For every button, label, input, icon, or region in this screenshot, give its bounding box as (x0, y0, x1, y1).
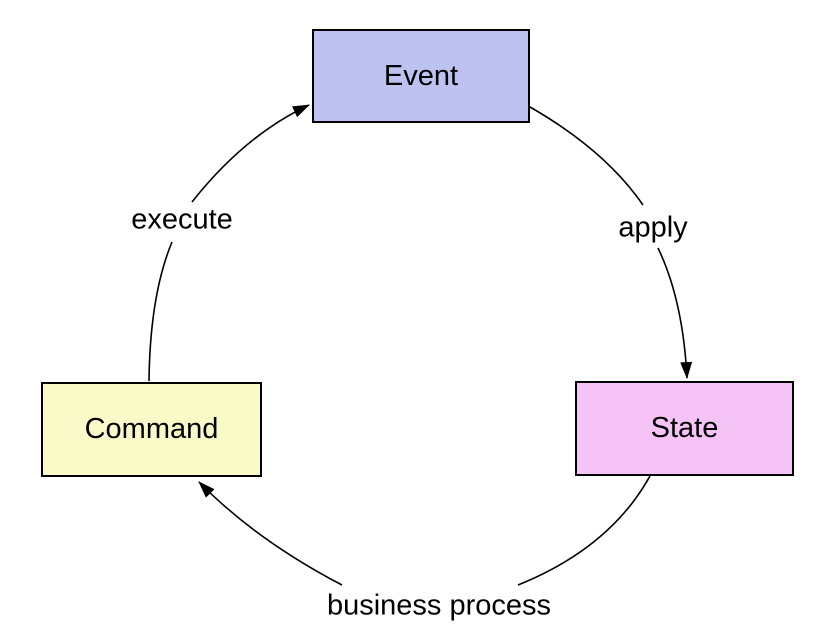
edge-execute-segment-lower (148, 241, 173, 382)
edge-business-process-segment-right (517, 475, 651, 586)
node-command: Command (41, 382, 262, 477)
edge-label-business-process: business process (324, 589, 554, 623)
node-state-label: State (650, 412, 719, 444)
node-event: Event (312, 29, 530, 123)
edge-execute-segment-upper (191, 104, 310, 203)
edge-business-process-segment-left (198, 481, 343, 586)
edge-label-execute: execute (129, 203, 235, 237)
node-command-label: Command (84, 413, 219, 445)
node-event-label: Event (383, 59, 459, 92)
edge-apply-segment-upper (529, 106, 644, 206)
node-state: State (575, 381, 794, 476)
edge-label-apply: apply (616, 211, 690, 245)
edge-apply-segment-lower (657, 247, 693, 379)
